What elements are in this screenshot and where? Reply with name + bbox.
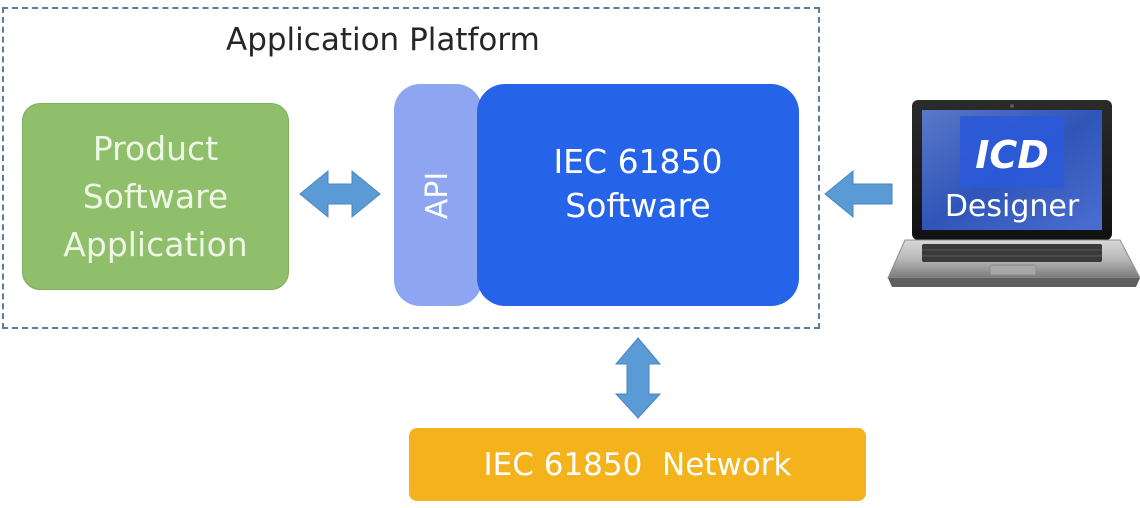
iec-software-line-1: IEC 61850 [553, 142, 723, 181]
iec-software-line-2: Software [565, 186, 711, 225]
arrow-left-icon [824, 169, 893, 219]
laptop-keyboard [922, 244, 1102, 262]
iec-61850-network-box: IEC 61850 Network [409, 428, 866, 501]
screen-logo-panel [960, 116, 1064, 188]
product-line-2: Software [82, 176, 229, 216]
platform-title: Application Platform [226, 22, 540, 58]
laptop-screen-title: ICD [975, 133, 1049, 177]
application-platform-boundary [2, 7, 820, 329]
webcam-icon [1010, 104, 1014, 108]
double-arrow-icon-vertical [614, 337, 662, 419]
double-arrow-icon-horizontal [299, 169, 381, 219]
product-line-3: Application [63, 224, 248, 264]
keyboard-keys [922, 249, 1102, 257]
iec-61850-software-box: IEC 61850 Software [477, 84, 799, 306]
product-line-1: Product [92, 128, 219, 168]
product-software-application-box: Product Software Application [22, 103, 289, 290]
laptop-base-edge [888, 278, 1140, 287]
api-box: API [394, 84, 482, 306]
laptop-screen-subtitle: Designer [945, 189, 1080, 224]
network-label: IEC 61850 Network [483, 446, 792, 483]
laptop-touchpad [989, 264, 1037, 276]
